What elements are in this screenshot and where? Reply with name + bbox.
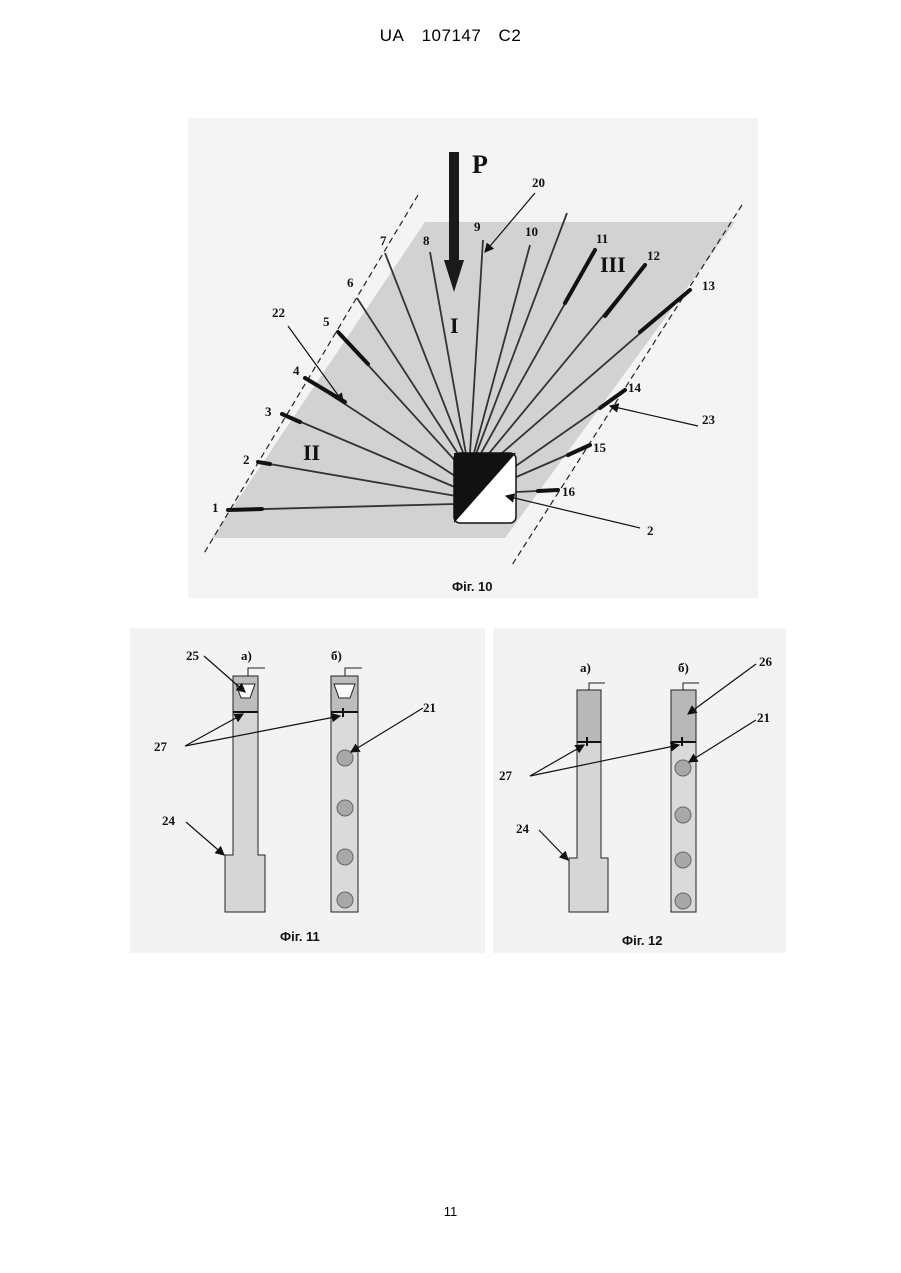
zone-I: I: [450, 313, 459, 338]
force-arrow-shaft: [449, 152, 459, 264]
fig11-caption: Фіг. 11: [280, 929, 320, 944]
page-number: 11: [0, 1204, 901, 1219]
label-10: 10: [525, 224, 538, 239]
fig12-label-27: 27: [499, 768, 513, 783]
excavation-opening: [454, 453, 516, 523]
zone-II: II: [303, 440, 320, 465]
fig11-background: [130, 628, 485, 953]
fig11-label-21: 21: [423, 700, 436, 715]
figure-11: а) б) 25 27 21 24 Фіг. 11: [130, 628, 485, 953]
fig12-caption: Фіг. 12: [622, 933, 663, 948]
fig12-label-24: 24: [516, 821, 530, 836]
label-11: 11: [596, 231, 608, 246]
fig12-label-21: 21: [757, 710, 770, 725]
label-2: 2: [243, 452, 250, 467]
fig10-caption: Фіг. 10: [452, 579, 493, 594]
label-23: 23: [702, 412, 716, 427]
label-7: 7: [380, 233, 387, 248]
fig12-label-a: а): [580, 660, 591, 675]
label-13: 13: [702, 278, 716, 293]
label-6: 6: [347, 275, 354, 290]
label-12: 12: [647, 248, 660, 263]
label-5: 5: [323, 314, 330, 329]
label-14: 14: [628, 380, 642, 395]
label-1: 1: [212, 500, 219, 515]
fig12-variant-b-bolt: [671, 683, 699, 912]
label-3: 3: [265, 404, 272, 419]
label-16: 16: [562, 484, 576, 499]
label-4: 4: [293, 363, 300, 378]
fig11-label-a: а): [241, 648, 252, 663]
fig12-background: [493, 628, 786, 953]
figure-10: P I II III 1 2 3 4 5 6 7 8 9 10 11 12 13…: [188, 118, 758, 598]
fig12-label-26: 26: [759, 654, 773, 669]
force-label: P: [472, 150, 488, 179]
fig11-variant-b-bolt: [331, 668, 362, 912]
fig11-label-27: 27: [154, 739, 168, 754]
label-20: 20: [532, 175, 545, 190]
zone-III: III: [600, 252, 626, 277]
label-8: 8: [423, 233, 430, 248]
label-9: 9: [474, 219, 481, 234]
label-15: 15: [593, 440, 607, 455]
fig12-label-b: б): [678, 660, 689, 675]
figure-12: а) б) 26 27 21 24 Фіг. 12: [493, 628, 786, 953]
label-2-opening: 2: [647, 523, 654, 538]
fig11-label-b: б): [331, 648, 342, 663]
label-22: 22: [272, 305, 285, 320]
fig11-label-25: 25: [186, 648, 200, 663]
fig11-label-24: 24: [162, 813, 176, 828]
